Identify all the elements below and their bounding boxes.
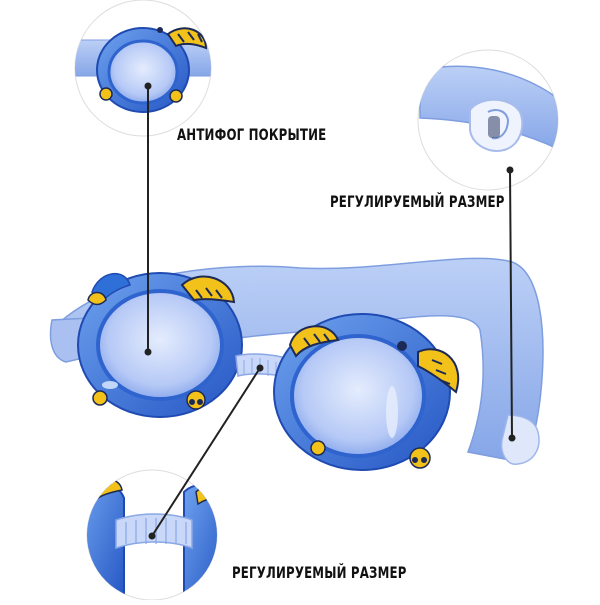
- main-goggles: [49, 257, 544, 471]
- callout-dot-bridge: [256, 364, 264, 372]
- callout-dot-strap-top: [506, 166, 514, 174]
- callout-lines: [144, 82, 516, 540]
- adjustable-size-label-top: РЕГУЛИРУЕМЫЙ РАЗМЕР: [330, 192, 505, 211]
- callout-dot-antifog-top: [144, 82, 152, 90]
- antifog-coating-label: АНТИФОГ ПОКРЫТИЕ: [177, 125, 327, 144]
- callout-dot-bridge-inset: [148, 532, 156, 540]
- adjustable-size-label-bottom: РЕГУЛИРУЕМЫЙ РАЗМЕР: [232, 563, 407, 582]
- inset-strap-clip: [417, 49, 559, 191]
- callout-dot-strap-clip: [508, 434, 516, 442]
- right-eyepiece: [273, 313, 459, 471]
- left-eyepiece: [77, 272, 243, 418]
- callout-dot-antifog-lens: [144, 348, 152, 356]
- inset-antifog: [74, 0, 212, 137]
